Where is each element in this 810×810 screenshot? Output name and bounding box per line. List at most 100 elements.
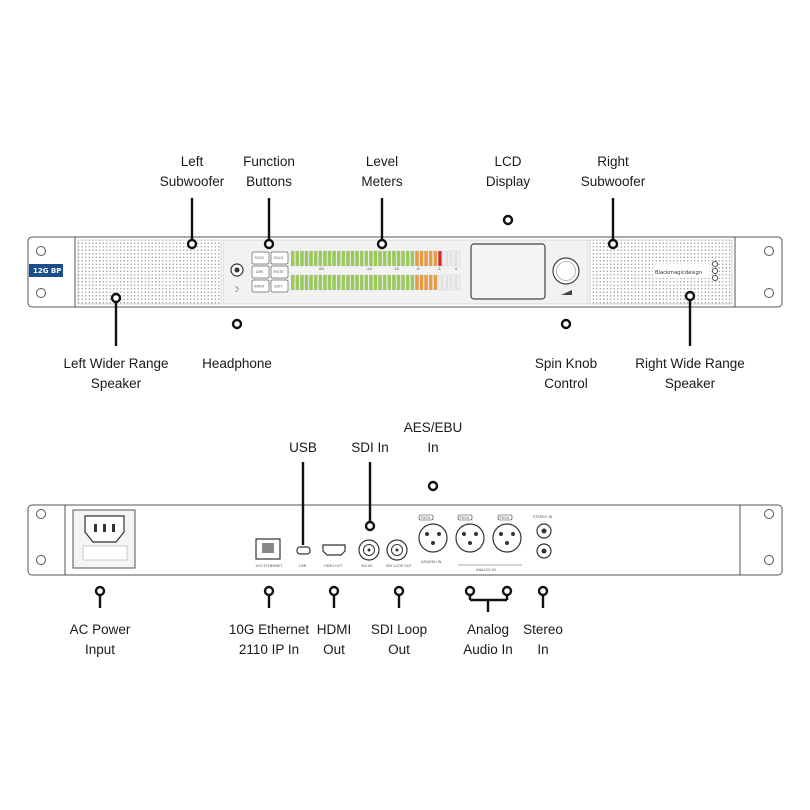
- meter-segment: [350, 250, 355, 267]
- exit-button-label: EXIT: [275, 285, 284, 289]
- label-level-meters-1: Level: [366, 154, 398, 169]
- meter-segment: [387, 274, 392, 291]
- xlr-connector-aes[interactable]: PUSH AES/EBU IN: [418, 514, 448, 564]
- meter-segment: [341, 250, 346, 267]
- label-hdmi-out-1: HDMI: [317, 622, 352, 637]
- lcd-screen: [470, 243, 546, 300]
- label-stereo-in-1: Stereo: [523, 622, 563, 637]
- label-right-speaker-2: Speaker: [665, 376, 716, 391]
- mute-button[interactable]: [270, 265, 289, 279]
- spin-knob[interactable]: [552, 257, 580, 285]
- meter-segment: [456, 250, 461, 267]
- meter-segment: [304, 274, 309, 291]
- meter-segment: [405, 274, 410, 291]
- meter-segment: [323, 274, 327, 291]
- meter-segment: [415, 274, 419, 291]
- sdi-loop-text: SDI LOOP OUT: [386, 564, 413, 568]
- meter-segment: [346, 250, 350, 267]
- meter-segment: [442, 274, 447, 291]
- meter-segment: [433, 250, 438, 267]
- meter-segment: [295, 274, 300, 291]
- callout-level-meters: Level Meters: [361, 154, 403, 250]
- front-logo-text: 12G BP: [33, 267, 61, 275]
- exit-button[interactable]: [270, 279, 289, 293]
- meter-segment: [300, 250, 304, 267]
- meter-scale-label: -10: [393, 267, 400, 271]
- label-sdi-loop-2: Out: [388, 642, 410, 657]
- meter-segment: [410, 274, 415, 291]
- callout-usb: USB: [289, 440, 317, 545]
- hdmi-port[interactable]: [322, 544, 346, 556]
- push-text: PUSH: [500, 516, 510, 520]
- meter-segment: [290, 274, 295, 291]
- meter-segment: [401, 250, 405, 267]
- meter-scale-label: -20: [366, 267, 373, 271]
- meter-segment: [295, 250, 300, 267]
- xlr-connector-analog-2[interactable]: PUSH: [492, 514, 522, 553]
- callout-right-speaker: Right Wide Range Speaker: [635, 290, 745, 391]
- meter-segment: [355, 250, 359, 267]
- input-button[interactable]: [251, 279, 270, 293]
- callout-spin-knob: Spin Knob Control: [535, 318, 597, 391]
- usb-port-text: USB: [299, 564, 307, 568]
- label-stereo-in-2: In: [537, 642, 548, 657]
- dim-button[interactable]: [251, 265, 270, 279]
- meter-scale-label: -6: [416, 267, 420, 271]
- meter-segment: [433, 274, 438, 291]
- analog-port-text: ANALOG IN: [476, 568, 496, 572]
- meter-segment: [456, 274, 461, 291]
- meter-scale-label: -60: [318, 267, 325, 271]
- meter-segment: [359, 250, 364, 267]
- usb-port[interactable]: [296, 546, 311, 555]
- meter-segment: [332, 274, 336, 291]
- meter-segment: [438, 250, 442, 267]
- level-meters: [290, 250, 461, 291]
- meter-scale: -60 -20 -10 -6 -3 0: [318, 267, 458, 271]
- meter-segment: [419, 274, 424, 291]
- meter-segment: [396, 274, 401, 291]
- solo-button-left-label: SOLO: [255, 256, 265, 260]
- solo-button-right[interactable]: [270, 251, 289, 265]
- brand-text: Blackmagicdesign: [655, 270, 702, 276]
- meter-segment: [341, 274, 346, 291]
- front-logo-badge: [29, 264, 63, 277]
- meter-segment: [438, 274, 442, 291]
- front-panel: 12G BP ☽ SOLO SOLO DIM MUTE INPUT EXIT -…: [27, 236, 783, 308]
- meter-segment: [327, 250, 332, 267]
- meter-segment: [327, 274, 332, 291]
- callout-sdi-loop: SDI Loop Out: [371, 585, 427, 657]
- solo-button-left[interactable]: [251, 251, 270, 265]
- rear-panel: 10G ETHERNET USB HDMI OUT SDI IN SDI LOO…: [27, 504, 783, 576]
- meter-segment: [378, 274, 382, 291]
- meter-segment: [447, 250, 451, 267]
- sdi-in-text: SDI IN: [361, 564, 372, 568]
- meter-segment: [318, 274, 323, 291]
- callout-ac-power: AC Power Input: [70, 585, 131, 657]
- meter-segment: [364, 250, 369, 267]
- label-ethernet-2: 2110 IP In: [239, 642, 299, 657]
- meter-segment: [378, 250, 382, 267]
- left-speaker-grille: [77, 239, 222, 305]
- headphone-icon: ☽: [232, 285, 239, 294]
- xlr-connector-analog-1[interactable]: PUSH: [455, 514, 485, 553]
- meter-segment: [350, 274, 355, 291]
- callout-headphone: Headphone: [202, 318, 272, 371]
- meter-segment: [428, 274, 433, 291]
- label-right-speaker-1: Right Wide Range: [635, 356, 745, 371]
- meter-segment: [401, 274, 405, 291]
- callout-ethernet: 10G Ethernet 2110 IP In: [229, 585, 309, 657]
- meter-segment: [396, 250, 401, 267]
- callout-left-subwoofer: Left Subwoofer: [160, 154, 225, 250]
- meter-segment: [359, 274, 364, 291]
- label-level-meters-2: Meters: [361, 174, 403, 189]
- meter-segment: [415, 250, 419, 267]
- meter-segment: [451, 250, 456, 267]
- stereo-in-connectors[interactable]: STEREO IN: [533, 515, 553, 559]
- meter-segment: [336, 274, 341, 291]
- meter-segment: [424, 250, 428, 267]
- label-lcd-display-2: Display: [486, 174, 531, 189]
- label-left-speaker-2: Speaker: [91, 376, 142, 391]
- callout-stereo-in: Stereo In: [523, 585, 563, 657]
- meter-segment: [290, 250, 295, 267]
- callout-analog-audio: Analog Audio In: [463, 585, 513, 657]
